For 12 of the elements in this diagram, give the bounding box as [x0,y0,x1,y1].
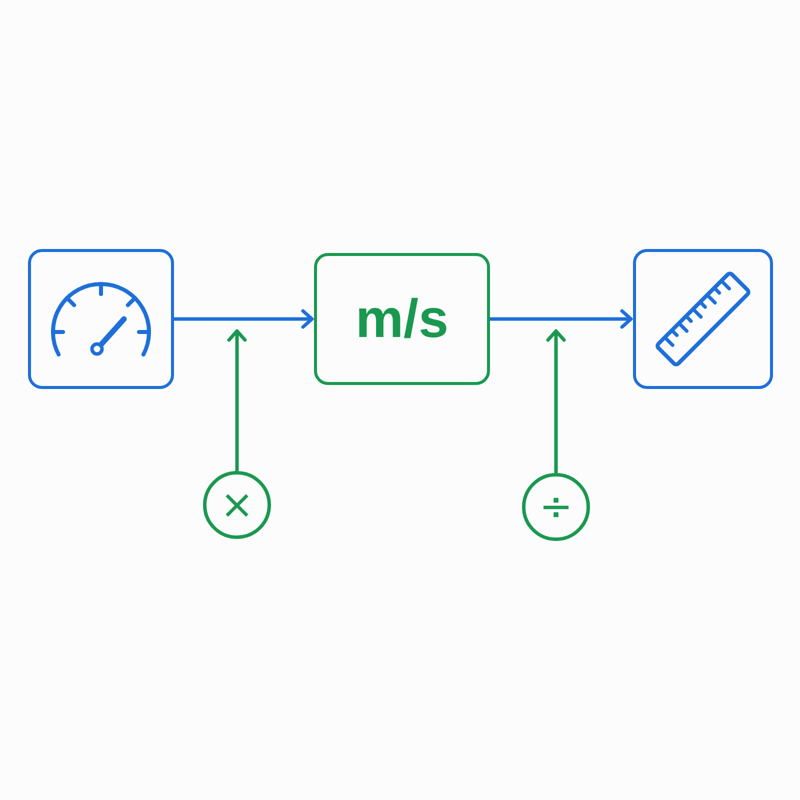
gauge-panel [28,249,174,389]
operator-symbol: × [220,485,254,525]
arrow [490,309,633,329]
ruler-panel [633,249,773,389]
arrow [227,329,247,471]
arrow [546,329,566,473]
operator-circle [203,471,271,539]
unit-box [314,253,490,385]
arrow [174,309,314,329]
operator-symbol: ÷ [539,487,573,527]
operator-circle [522,473,590,541]
unit-label: m/s [355,292,449,346]
